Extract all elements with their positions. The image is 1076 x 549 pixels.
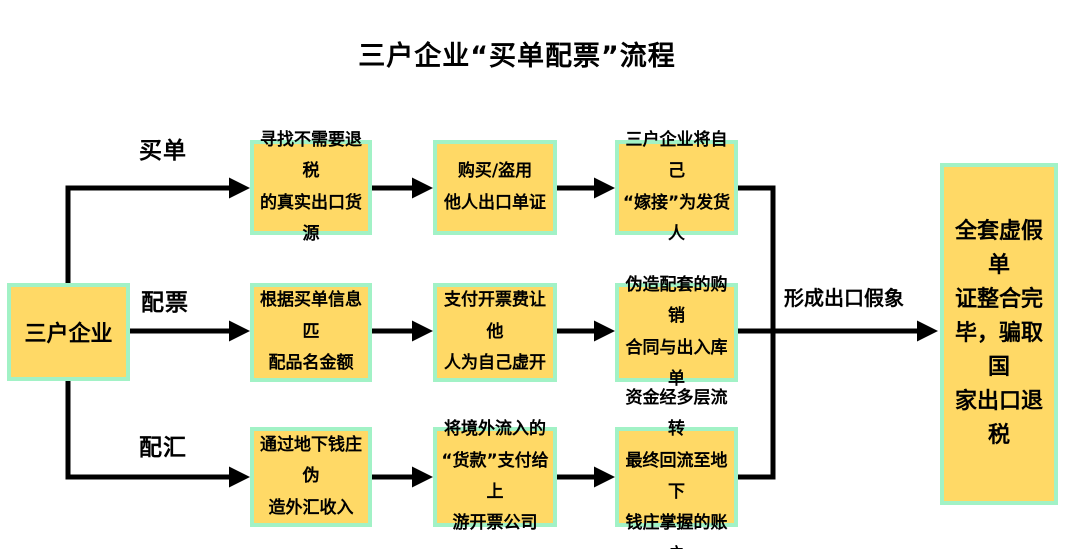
- branch2-arrowhead: [229, 320, 250, 342]
- merge-label: 形成出口假象: [784, 286, 904, 310]
- branch2-label: 配票: [141, 290, 189, 316]
- step-buy3: 三户企业将自己 “嫁接”为发货人: [615, 130, 738, 244]
- result-arrowhead: [917, 320, 938, 342]
- row2-arrow1-head: [412, 320, 433, 342]
- result-node: 全套虚假单 证整合完 毕，骗取国 家出口退税: [940, 163, 1058, 505]
- branch3-arrowhead: [229, 466, 250, 488]
- step-ticket3: 伪造配套的购销 合同与出入库单: [615, 275, 738, 389]
- row1-arrow1-head: [412, 177, 433, 199]
- step-buy2: 购买/盗用 他人出口单证: [433, 140, 557, 235]
- row3-arrow1-head: [412, 466, 433, 488]
- row3-arrow2-head: [594, 466, 615, 488]
- step-forex3: 资金经多层流转 最终回流至地下 钱庄掌握的账户: [615, 388, 738, 549]
- page-title: 三户企业“买单配票”流程: [358, 41, 676, 72]
- row1-arrow2-head: [594, 177, 615, 199]
- step-ticket1: 根据买单信息匹 配品名金额: [250, 283, 372, 382]
- branch3-label: 配汇: [139, 435, 187, 461]
- step-forex1: 通过地下钱庄伪 造外汇收入: [250, 427, 372, 527]
- step-buy1: 寻找不需要退税 的真实出口货源: [250, 130, 372, 244]
- row2-arrow2-head: [594, 320, 615, 342]
- step-forex2: 将境外流入的 “货款”支付给上 游开票公司: [433, 419, 557, 533]
- branch1-label: 买单: [139, 138, 187, 164]
- branch1-arrowhead: [229, 177, 250, 199]
- step-ticket2: 支付开票费让他 人为自己虚开: [433, 283, 557, 382]
- source-node: 三户企业: [7, 283, 130, 381]
